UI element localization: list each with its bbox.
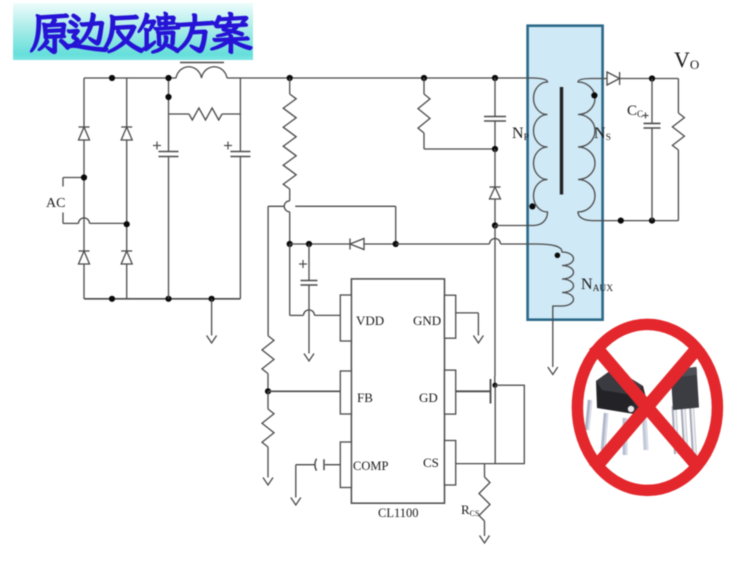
svg-text:GND: GND xyxy=(413,313,441,328)
svg-text:COMP: COMP xyxy=(353,459,388,473)
svg-text:FB: FB xyxy=(357,390,373,405)
svg-text:VDD: VDD xyxy=(356,313,384,328)
svg-text:CS: CS xyxy=(423,455,439,470)
svg-text:AC: AC xyxy=(46,196,65,211)
svg-text:CL1100: CL1100 xyxy=(378,506,419,520)
svg-text:GD: GD xyxy=(419,390,438,405)
